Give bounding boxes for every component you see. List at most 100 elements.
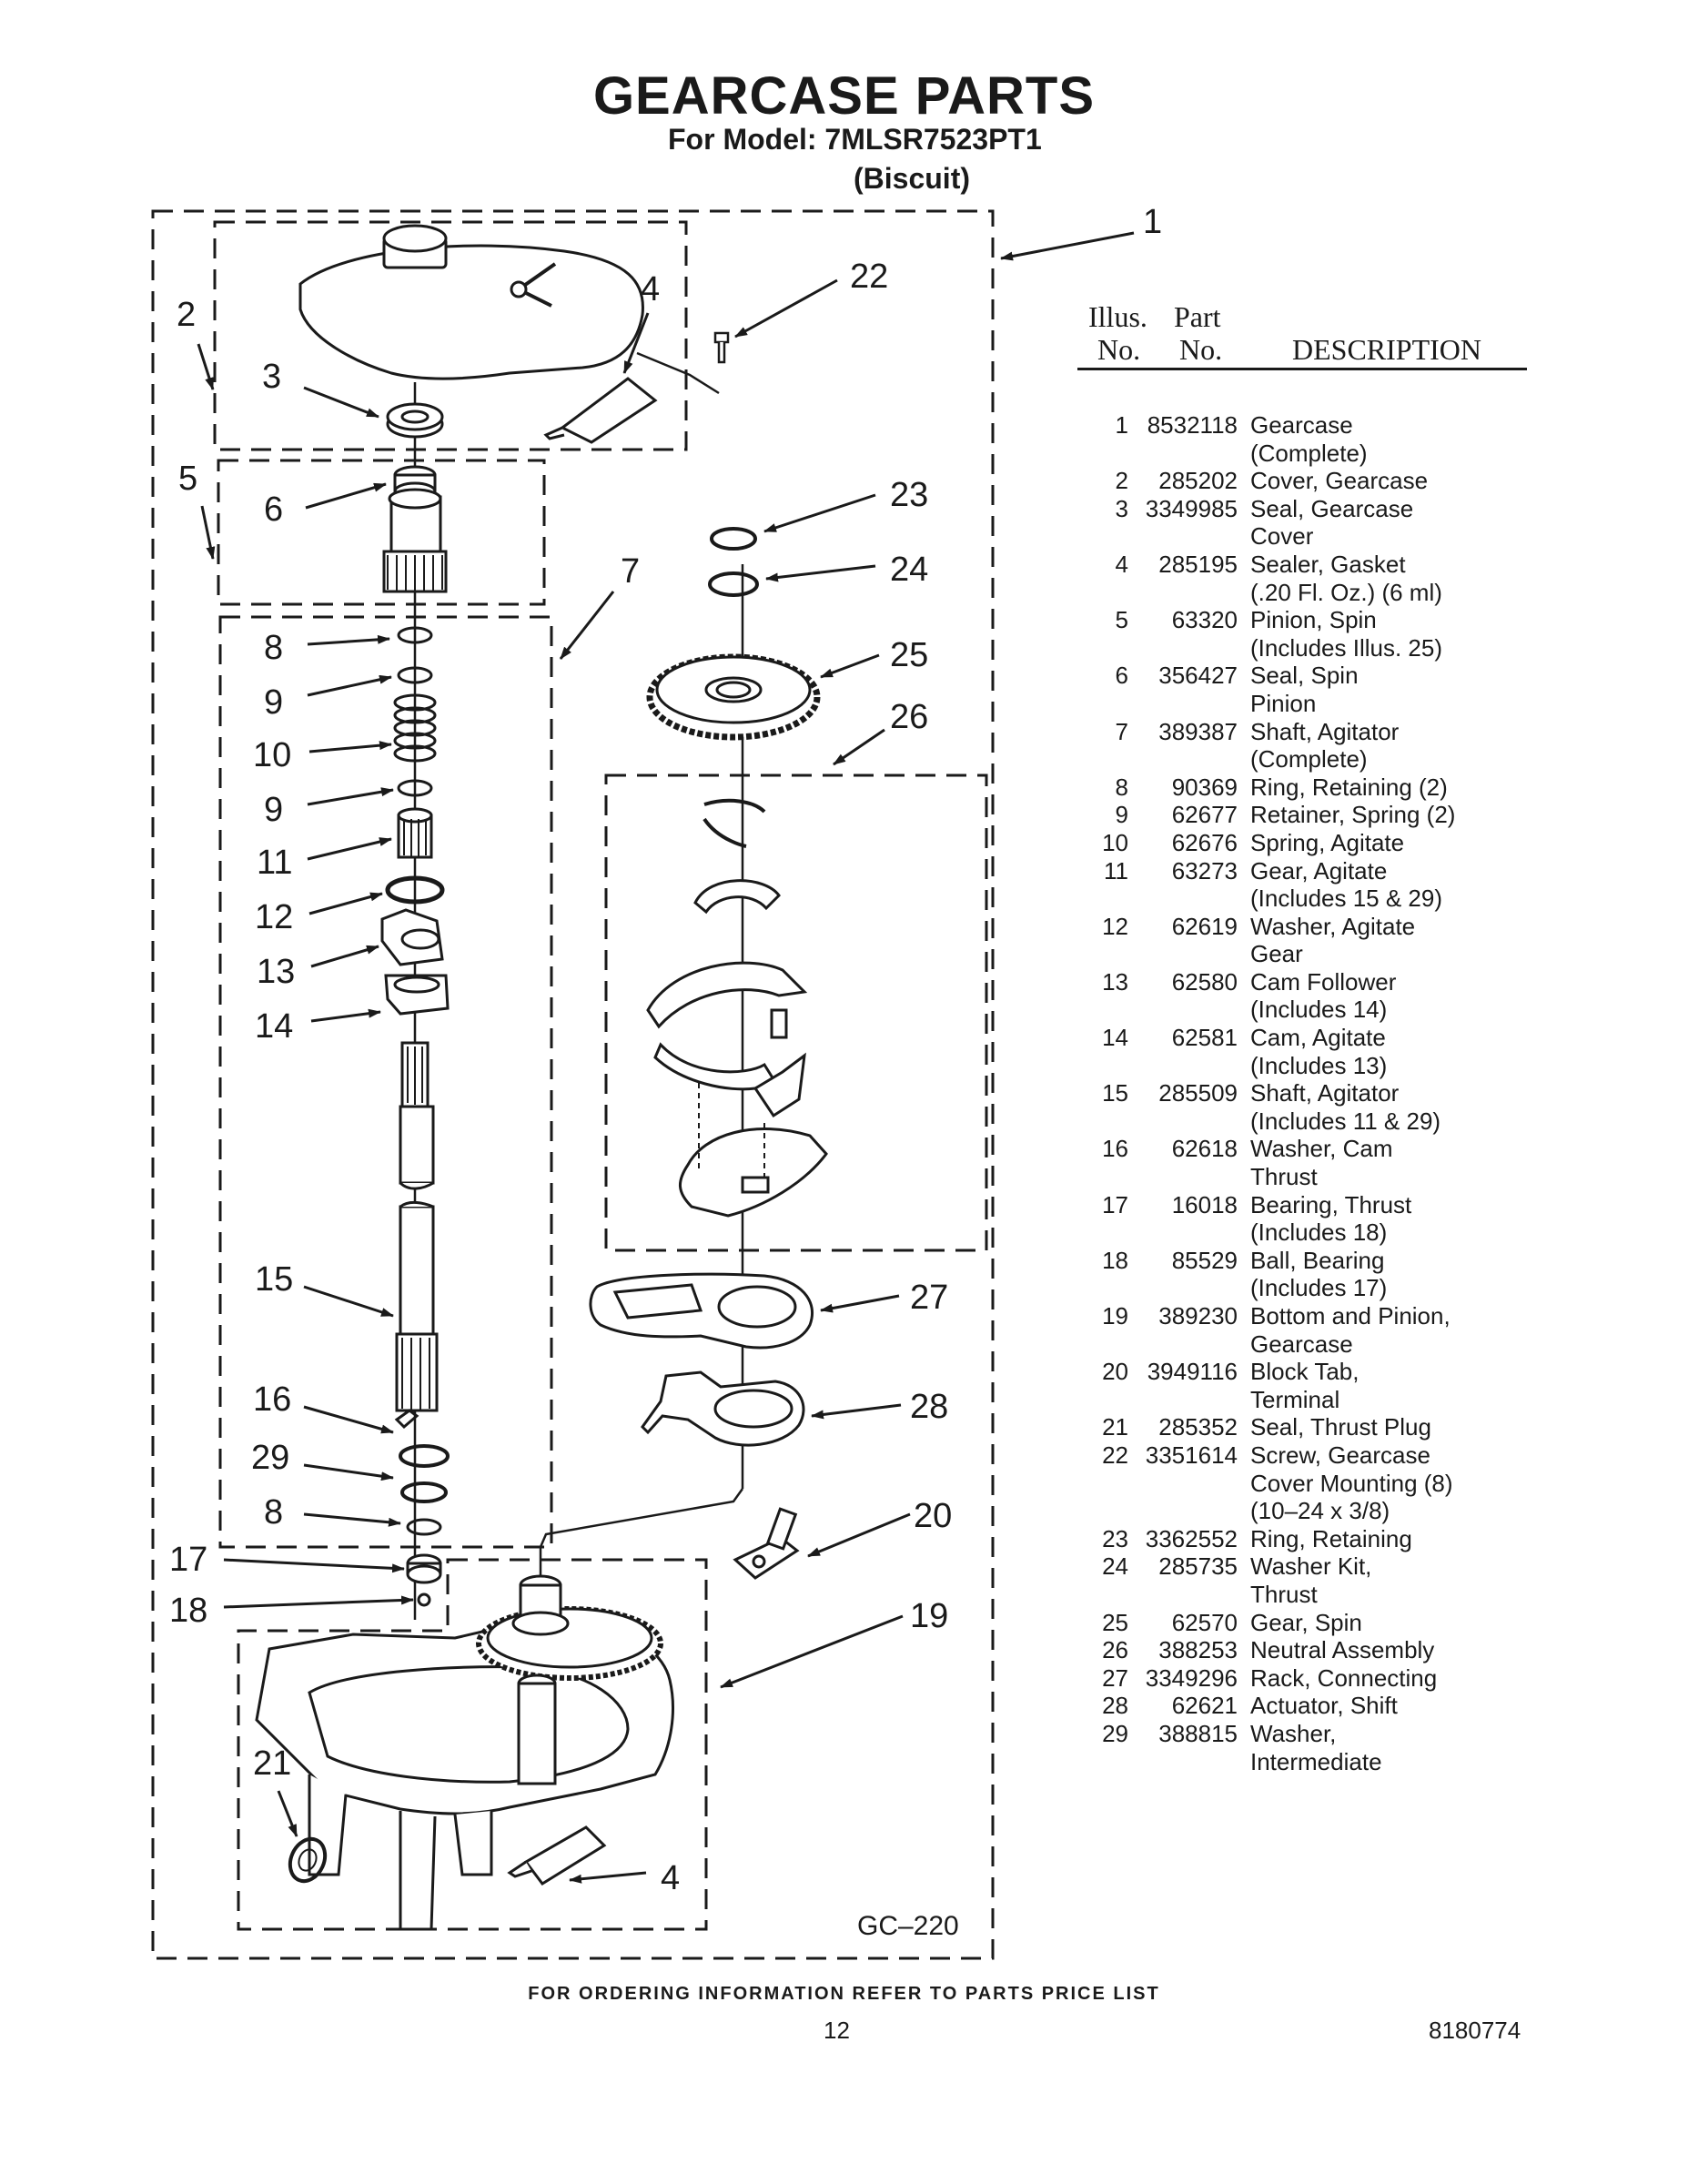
description-line: Cam, Agitate <box>1250 1024 1386 1052</box>
part-actuator-shift <box>641 1370 805 1447</box>
document-number: 8180774 <box>1429 2017 1521 2044</box>
model-line: For Model: 7MLSR7523PT1 <box>668 123 1042 156</box>
part-block-tab-terminal <box>733 1507 800 1580</box>
illus-number: 26 <box>1102 1636 1128 1664</box>
part-number: 356427 <box>1158 662 1238 690</box>
callout-26: 26 <box>890 698 928 736</box>
header-illus-bottom: No. <box>1097 333 1141 366</box>
illus-number: 27 <box>1102 1663 1128 1692</box>
part-shaft-rings <box>393 626 437 797</box>
part-description: Neutral Assembly <box>1238 1636 1523 1664</box>
part-description: Seal, Thrust Plug <box>1238 1413 1523 1441</box>
description-line: (Complete) <box>1250 745 1368 774</box>
leader-16 <box>303 1405 394 1434</box>
description-line: Block Tab, <box>1250 1358 1359 1386</box>
leader-17 <box>223 1558 405 1573</box>
header-description: DESCRIPTION <box>1292 333 1482 366</box>
description-line: (Includes 17) <box>1250 1274 1388 1302</box>
leader-22 <box>734 278 838 339</box>
callout-9-top: 9 <box>264 683 283 722</box>
part-number: 3949116 <box>1147 1358 1238 1386</box>
callout-27: 27 <box>910 1279 948 1317</box>
part-number: 285195 <box>1158 550 1238 578</box>
leader-12 <box>308 892 383 915</box>
washer-29-lower <box>400 1481 448 1503</box>
part-number: 3349985 <box>1145 494 1238 522</box>
spring-agitate-10 <box>393 693 437 763</box>
part-thrust-bearing <box>406 1553 442 1607</box>
illus-number: 9 <box>1115 801 1128 829</box>
part-ball-bearing <box>417 1592 431 1607</box>
header-part-top: Part <box>1174 300 1221 333</box>
description-line: Thrust <box>1250 1163 1318 1191</box>
leader-29 <box>303 1463 394 1481</box>
part-number: 388815 <box>1158 1719 1238 1747</box>
callout-24: 24 <box>890 551 928 589</box>
callout-22: 22 <box>850 258 888 296</box>
description-line: Bearing, Thrust <box>1250 1190 1412 1218</box>
part-number: 388253 <box>1158 1636 1238 1664</box>
illus-number: 16 <box>1102 1135 1128 1163</box>
part-cam-agitate <box>384 974 450 1016</box>
leader-7 <box>559 591 615 660</box>
description-line: Actuator, Shift <box>1250 1692 1398 1720</box>
illus-number: 22 <box>1102 1441 1128 1469</box>
part-description: Ball, Bearing(Includes 17) <box>1238 1247 1523 1302</box>
part-seal-cover <box>386 402 444 439</box>
leader-10 <box>308 741 392 753</box>
part-description: Shaft, Agitator(Complete) <box>1238 718 1523 774</box>
part-number: 285735 <box>1158 1552 1238 1581</box>
description-line: Ball, Bearing <box>1250 1246 1385 1274</box>
part-sealer-tube-bottom <box>507 1825 607 1886</box>
part-cover-gearcase <box>298 224 644 380</box>
washer-cam-thrust-16 <box>394 1409 419 1430</box>
part-description: Retainer, Spring (2) <box>1238 801 1523 829</box>
description-line: Ring, Retaining (2) <box>1250 773 1448 801</box>
illus-number: 25 <box>1102 1608 1128 1636</box>
callout-4-bottom: 4 <box>661 1859 680 1897</box>
box-spin-pinion <box>217 459 546 606</box>
description-line: (Includes 14) <box>1250 996 1388 1024</box>
part-number: 3349296 <box>1145 1663 1238 1692</box>
part-number: 62581 <box>1171 1024 1238 1052</box>
description-line: Gear <box>1250 940 1303 968</box>
part-lower-washers <box>394 1409 450 1536</box>
description-line: Washer, Agitate <box>1250 912 1416 940</box>
description-line: Gearcase <box>1250 411 1353 439</box>
leader-28 <box>811 1403 902 1420</box>
callout-17: 17 <box>169 1541 207 1579</box>
part-description: Ring, Retaining <box>1238 1525 1523 1553</box>
part-number: 3351614 <box>1145 1441 1238 1469</box>
box-agitator-shaft <box>218 615 553 1549</box>
illus-number: 17 <box>1102 1190 1128 1218</box>
callout-labels: 1 2 3 4 5 6 7 8 9 10 9 11 12 13 14 15 16… <box>169 203 1162 1941</box>
part-number: 8532118 <box>1147 411 1238 439</box>
callout-2: 2 <box>177 296 196 334</box>
part-description: Shaft, Agitator(Includes 11 & 29) <box>1238 1079 1523 1135</box>
illus-number: 29 <box>1102 1719 1128 1747</box>
leader-25 <box>820 653 880 679</box>
callout-25: 25 <box>890 636 928 674</box>
part-number: 62580 <box>1171 967 1238 996</box>
description-line: Shaft, Agitator <box>1250 717 1400 745</box>
header-illus-top: Illus. <box>1088 300 1147 333</box>
ring-retaining-8-bottom <box>406 1518 442 1536</box>
illus-number: 1 <box>1115 411 1128 439</box>
description-line: Pinion <box>1250 689 1317 717</box>
box-gearcase-complete <box>151 209 995 1960</box>
